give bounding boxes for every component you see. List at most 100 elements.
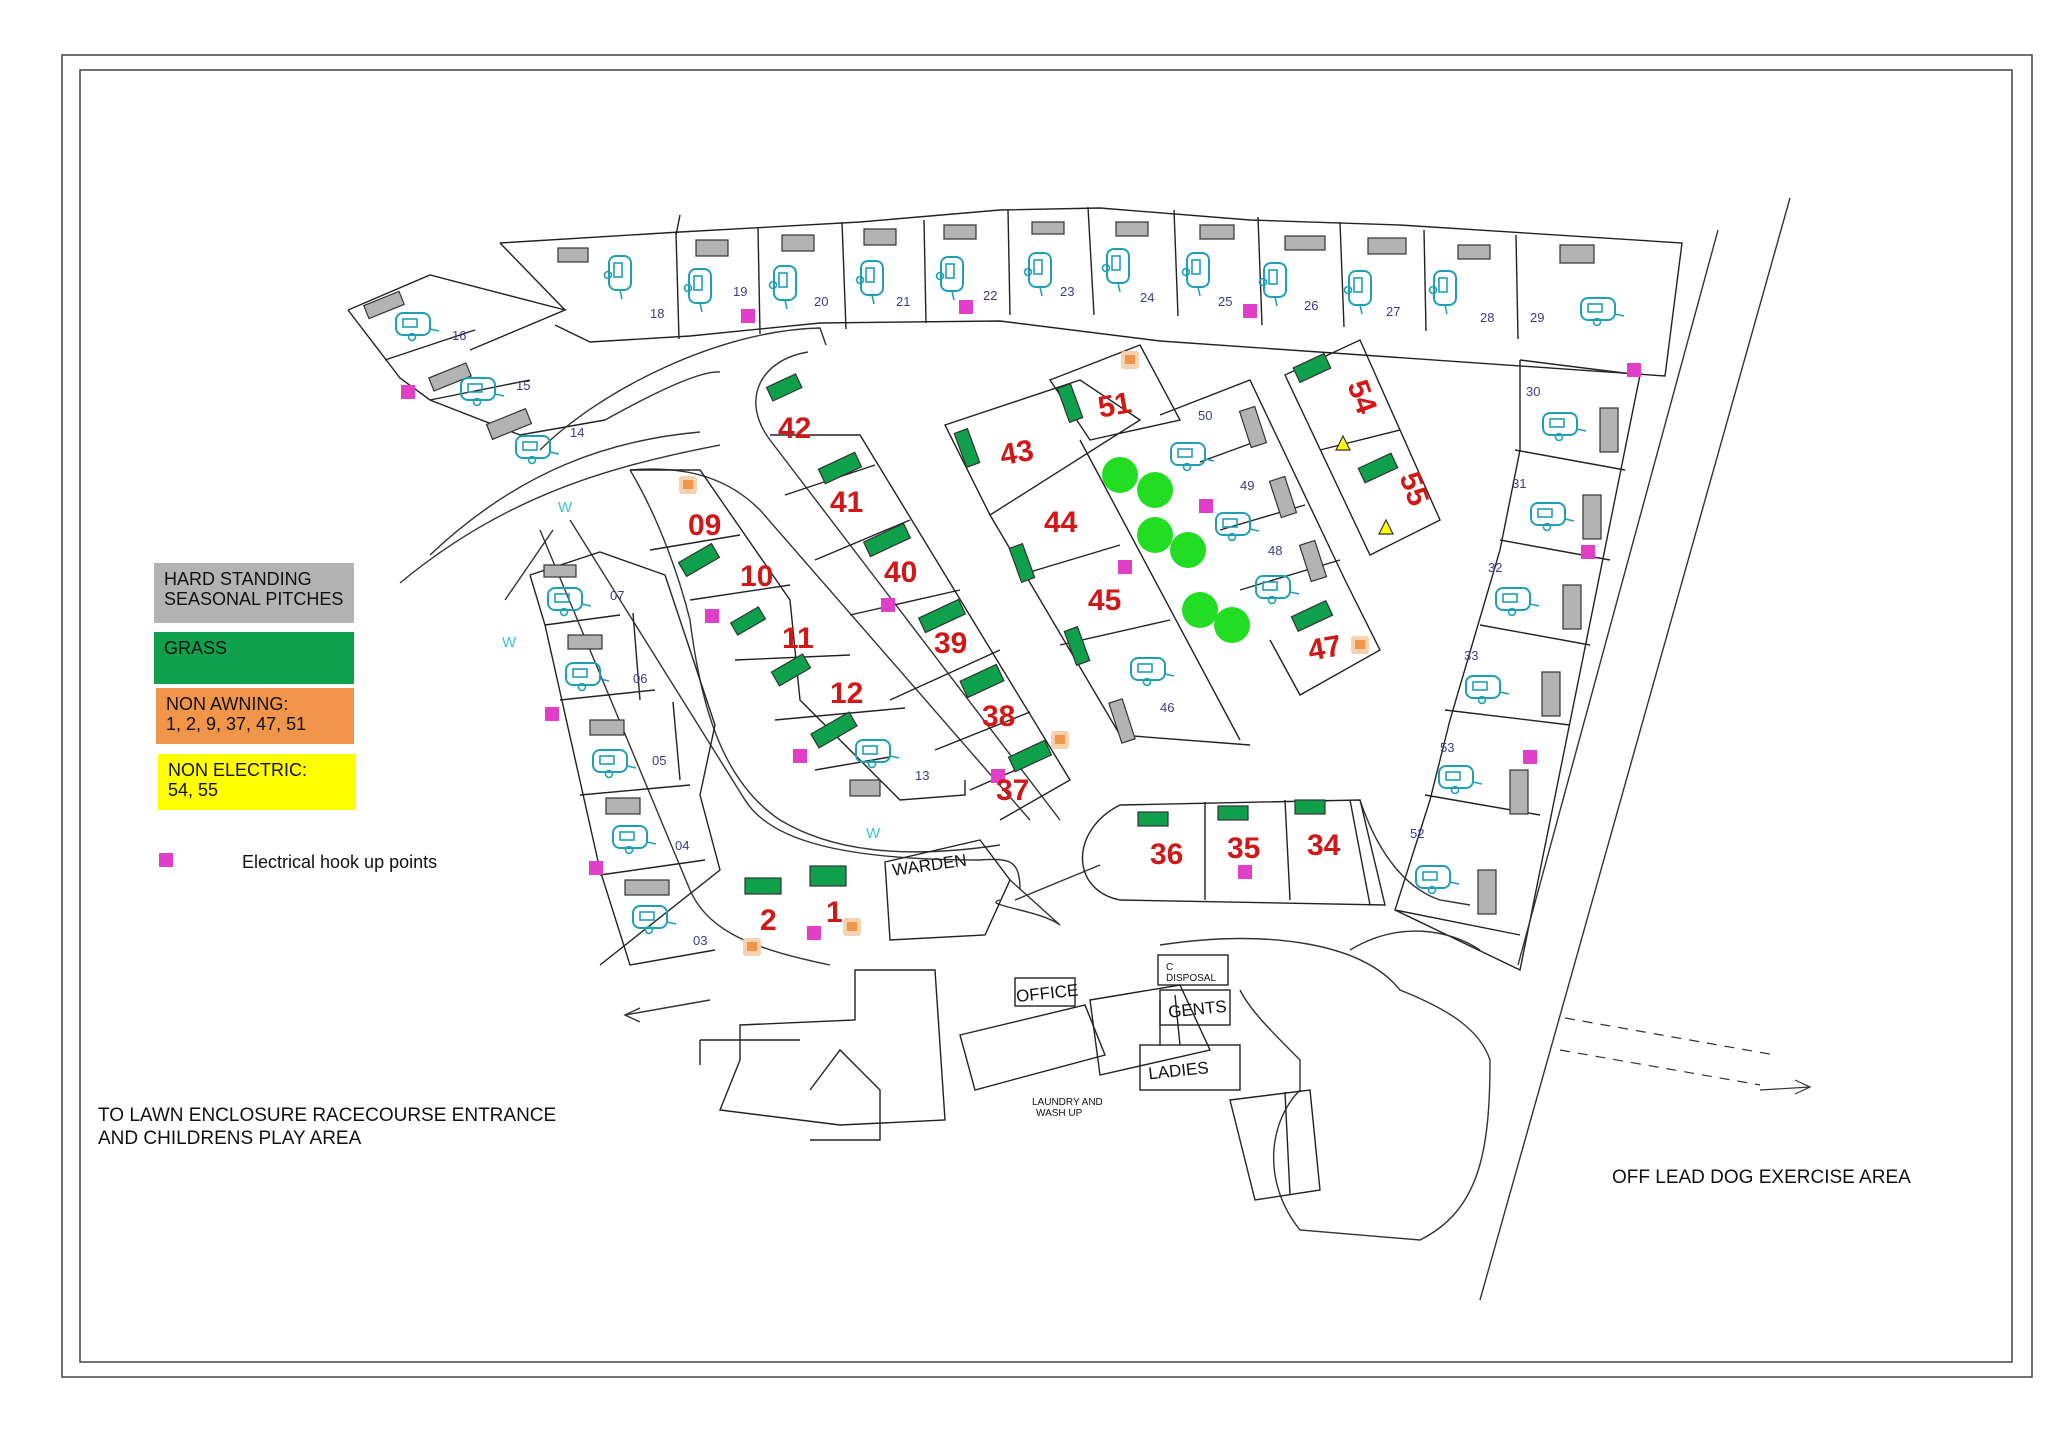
pitch-number-23: 23 xyxy=(1060,284,1074,299)
non-electric-symbols xyxy=(1335,434,1394,535)
legend-non-electric-text: NON ELECTRIC: 54, 55 xyxy=(168,760,308,800)
office-label: OFFICE xyxy=(1015,981,1079,1006)
pitch-number-18: 18 xyxy=(650,306,664,321)
tree-icon xyxy=(1102,457,1138,493)
pitch-number-55: 55 xyxy=(1393,468,1435,511)
water-label: W xyxy=(558,499,573,516)
tree-icon xyxy=(1214,607,1250,643)
pitch-number-51: 51 xyxy=(1095,386,1134,424)
outer-frame xyxy=(61,54,2033,1378)
pitch-number-33: 33 xyxy=(1464,648,1478,663)
buildings-group xyxy=(699,839,1321,1201)
pitch-number-27: 27 xyxy=(1386,304,1400,319)
warden-building xyxy=(884,839,1011,941)
water-label: W xyxy=(502,634,517,651)
roads xyxy=(399,327,1101,966)
pitch-number-35: 35 xyxy=(1227,832,1260,865)
pitch-number-52: 52 xyxy=(1410,826,1424,841)
block-54-55 xyxy=(1284,339,1441,556)
pitch-number-50: 50 xyxy=(1198,408,1212,423)
top-row-outline xyxy=(499,206,1683,377)
pitch-number-39: 39 xyxy=(934,627,967,660)
pitch-number-14: 14 xyxy=(570,425,584,440)
pitch-number-46: 46 xyxy=(1160,700,1174,715)
small-pitch-numbers: 03 04 05 06 07 13 14 15 16 18 19 20 21 2… xyxy=(452,284,1544,948)
pitch-number-10: 10 xyxy=(740,560,773,593)
pitch-number-40: 40 xyxy=(884,556,917,589)
pitch-number-53: 53 xyxy=(1440,740,1454,755)
inner-frame xyxy=(79,69,2013,1363)
dog-exercise-note: OFF LEAD DOG EXERCISE AREA xyxy=(1612,1167,1911,1188)
legend-grass-text: GRASS xyxy=(164,638,228,658)
pitch-number-45: 45 xyxy=(1088,584,1121,617)
water-markers: W W W xyxy=(502,499,881,842)
legend-non-electric: NON ELECTRIC: 54, 55 xyxy=(158,754,356,810)
hard-standing-bays xyxy=(362,221,1619,915)
pitch-number-30: 30 xyxy=(1526,384,1540,399)
pitch-number-32: 32 xyxy=(1488,560,1502,575)
pitch-number-28: 28 xyxy=(1480,310,1494,325)
legend-non-awning-text: NON AWNING: 1, 2, 9, 37, 47, 51 xyxy=(166,694,307,734)
pitch-number-48: 48 xyxy=(1268,543,1282,558)
pitch-number-11: 11 xyxy=(782,622,814,655)
tree-icon xyxy=(1137,472,1173,508)
pitch-number-21: 21 xyxy=(896,294,910,309)
gents-label: GENTS xyxy=(1167,997,1227,1022)
pitch-number-09: 09 xyxy=(688,509,721,542)
warden-label: WARDEN xyxy=(891,851,968,880)
pitch-number-2: 2 xyxy=(760,904,777,937)
ladies-building xyxy=(1139,1044,1241,1091)
pitch-number-44: 44 xyxy=(1044,506,1078,539)
pitch-number-36: 36 xyxy=(1150,838,1183,871)
legend-hard-standing: HARD STANDING SEASONAL PITCHES xyxy=(154,563,354,623)
disposal-building xyxy=(1157,954,1229,986)
pitch-number-54: 54 xyxy=(1341,376,1384,419)
pitch-number-1: 1 xyxy=(826,896,843,929)
pitch-number-16: 16 xyxy=(452,328,466,343)
pitch-number-41: 41 xyxy=(830,486,863,519)
pitch-number-34: 34 xyxy=(1307,829,1341,862)
grass-bays xyxy=(677,352,1399,895)
caravan-icons xyxy=(395,248,1625,935)
pitch-number-25: 25 xyxy=(1218,294,1232,309)
pitch-number-31: 31 xyxy=(1512,476,1526,491)
pitch-number-26: 26 xyxy=(1304,298,1318,313)
pitch-number-03: 03 xyxy=(693,933,707,948)
service-roads xyxy=(1159,197,1791,1301)
left-upper-outline xyxy=(347,274,606,436)
pitch-number-37: 37 xyxy=(996,774,1029,807)
legend-electrical-text: Electrical hook up points xyxy=(242,852,438,872)
legend-hard-standing-text: HARD STANDING SEASONAL PITCHES xyxy=(164,569,344,609)
pitch-number-22: 22 xyxy=(983,288,997,303)
pitch-number-24: 24 xyxy=(1140,290,1154,305)
trees xyxy=(1102,457,1250,643)
tree-icon xyxy=(1137,517,1173,553)
tree-icon xyxy=(1182,592,1218,628)
legend-grass: GRASS xyxy=(154,632,354,684)
pitch-number-07: 07 xyxy=(610,588,624,603)
lawn-enclosure-note: TO LAWN ENCLOSURE RACECOURSE ENTRANCE AN… xyxy=(98,1105,557,1149)
block-34-36 xyxy=(1082,799,1386,906)
pitch-number-20: 20 xyxy=(814,294,828,309)
legend-non-awning: NON AWNING: 1, 2, 9, 37, 47, 51 xyxy=(156,688,354,744)
pitch-number-06: 06 xyxy=(633,671,647,686)
water-label: W xyxy=(866,825,881,842)
pitch-number-49: 49 xyxy=(1240,478,1254,493)
office-building xyxy=(1014,977,1076,1007)
dog-area-path xyxy=(1559,1017,1812,1095)
pitch-number-19: 19 xyxy=(733,284,747,299)
pitch-number-04: 04 xyxy=(675,838,689,853)
large-pitch-numbers: 1 2 09 10 11 12 34 35 36 37 38 39 40 41 … xyxy=(688,376,1435,937)
pitch-number-13: 13 xyxy=(915,768,929,783)
pitch-number-43: 43 xyxy=(998,434,1037,472)
pitch-number-47: 47 xyxy=(1305,629,1344,667)
pitch-number-15: 15 xyxy=(516,378,530,393)
tree-icon xyxy=(1170,532,1206,568)
inner-block-09-13 xyxy=(630,469,966,801)
lawn-arrow xyxy=(623,999,711,1023)
electrical-hookups xyxy=(159,300,1641,940)
pitch-number-12: 12 xyxy=(830,677,863,710)
